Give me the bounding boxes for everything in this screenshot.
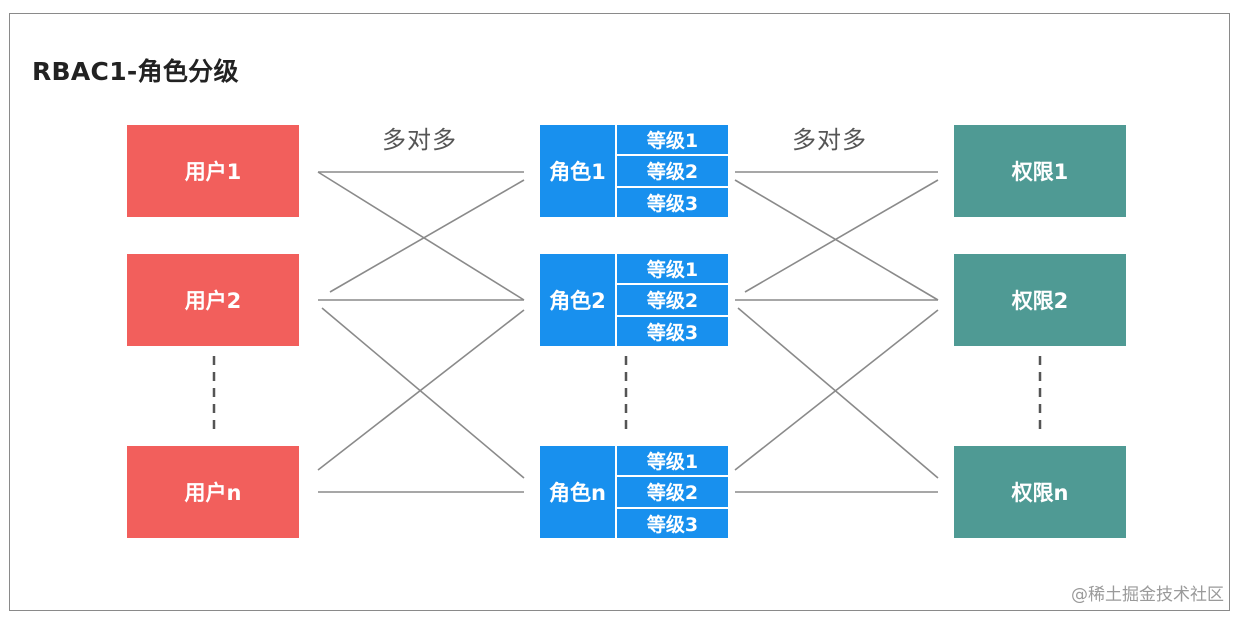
role-levels: 等级1 等级2 等级3 <box>617 446 728 538</box>
connector-line <box>734 309 939 471</box>
role-name: 角色1 <box>540 125 615 217</box>
diagram-frame <box>9 13 1230 611</box>
many-to-many-label-right: 多对多 <box>792 126 867 154</box>
role-group-2: 角色2 等级1 等级2 等级3 <box>540 254 728 346</box>
watermark: @稀土掘金技术社区 <box>1071 585 1224 605</box>
role-levels: 等级1 等级2 等级3 <box>617 254 728 346</box>
user-box-2: 用户2 <box>127 254 299 346</box>
role-group-1: 角色1 等级1 等级2 等级3 <box>540 125 728 217</box>
role-name: 角色n <box>540 446 615 538</box>
role-level: 等级3 <box>617 316 728 346</box>
role-level: 等级3 <box>617 508 728 538</box>
user-box-n: 用户n <box>127 446 299 538</box>
connector-line <box>734 179 939 301</box>
many-to-many-label-left: 多对多 <box>382 126 457 154</box>
permission-box-2: 权限2 <box>954 254 1126 346</box>
role-level: 等级2 <box>617 285 728 315</box>
connector-line <box>317 309 525 471</box>
role-level: 等级2 <box>617 156 728 186</box>
role-level: 等级1 <box>617 125 728 155</box>
connector-line <box>737 307 939 479</box>
role-name: 角色2 <box>540 254 615 346</box>
diagram-title: RBAC1-角色分级 <box>32 57 239 86</box>
permission-box-n: 权限n <box>954 446 1126 538</box>
connector-line <box>317 171 525 301</box>
permission-box-1: 权限1 <box>954 125 1126 217</box>
role-level: 等级1 <box>617 446 728 476</box>
connector-line <box>744 179 939 293</box>
connector-line <box>321 307 525 479</box>
connector-line <box>329 179 525 293</box>
role-level: 等级1 <box>617 254 728 284</box>
role-levels: 等级1 等级2 等级3 <box>617 125 728 217</box>
role-level: 等级2 <box>617 477 728 507</box>
role-group-n: 角色n 等级1 等级2 等级3 <box>540 446 728 538</box>
role-level: 等级3 <box>617 187 728 217</box>
user-box-1: 用户1 <box>127 125 299 217</box>
